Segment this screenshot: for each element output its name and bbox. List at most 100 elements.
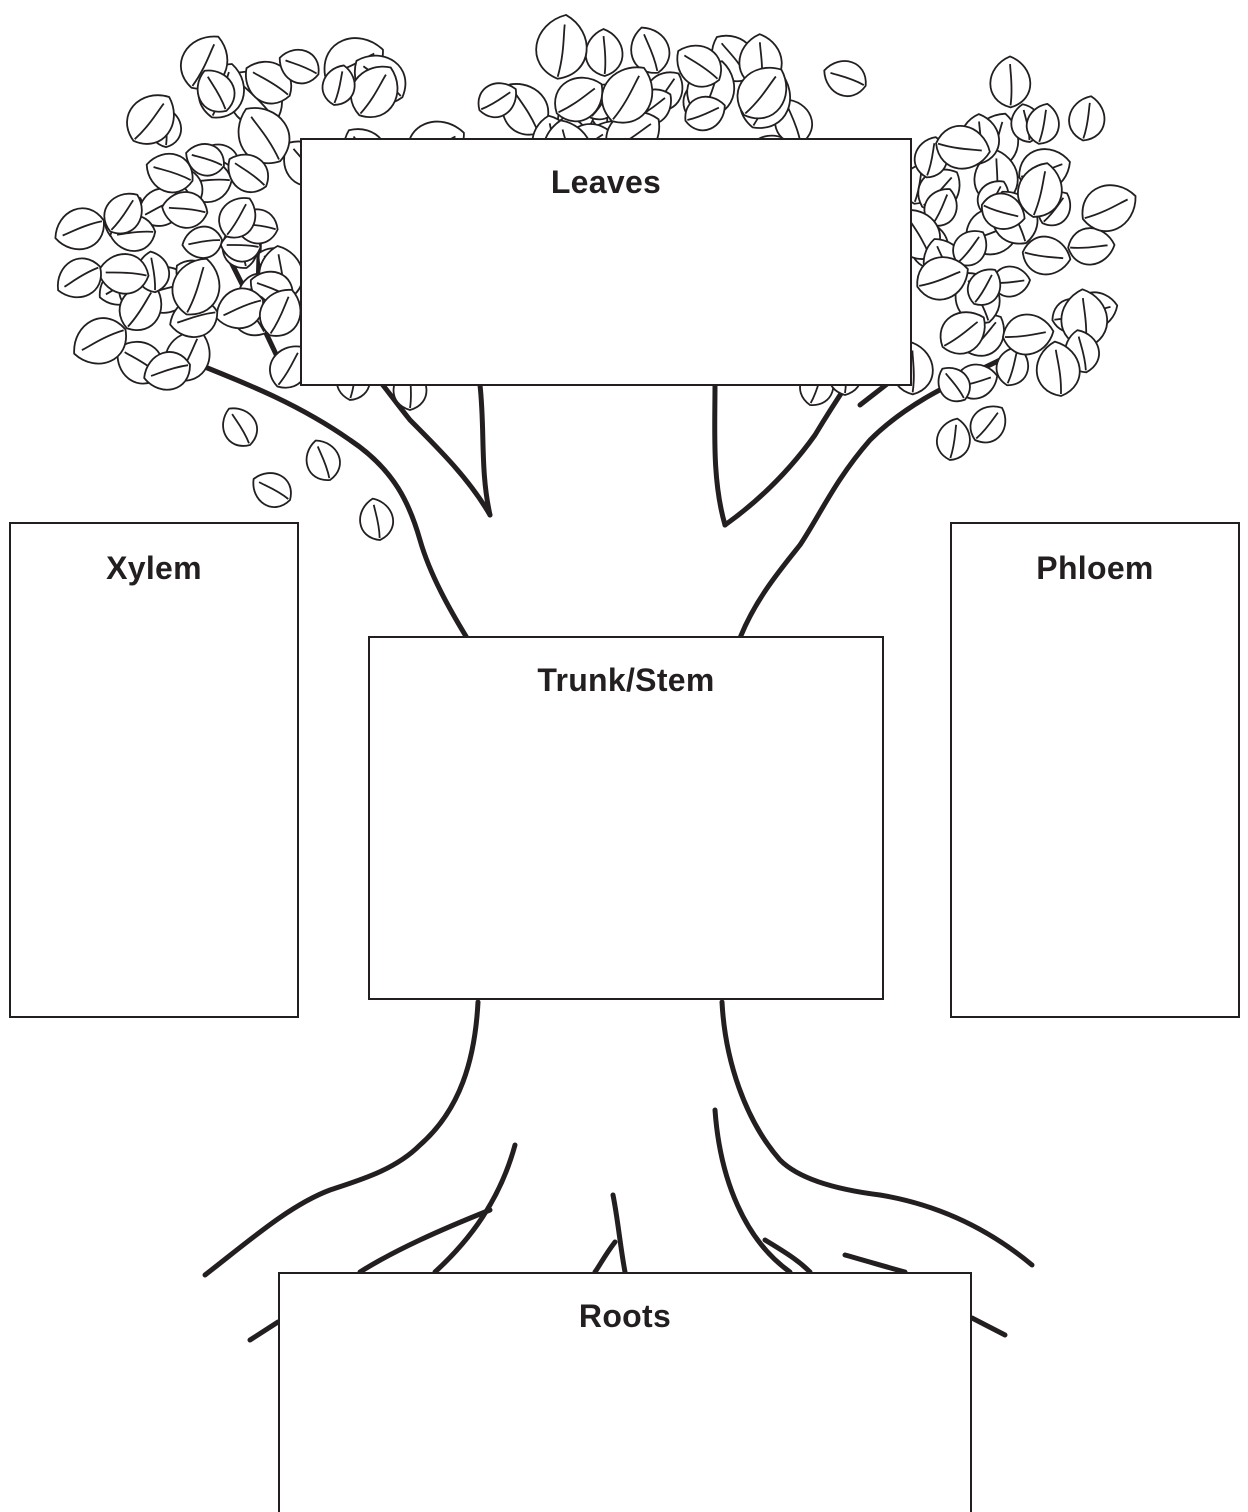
leaf-vein [191, 43, 216, 87]
leaf-vein [1009, 64, 1013, 106]
leaf-icon [1067, 227, 1116, 266]
leaf-vein [830, 71, 865, 86]
leaf-vein [110, 199, 134, 231]
xylem-label: Xylem [106, 550, 202, 586]
leaf-icon [227, 153, 269, 193]
leaf-icon [321, 64, 356, 106]
leaf-icon [218, 197, 257, 239]
leaf-icon [1025, 102, 1060, 145]
leaf-vein [223, 299, 262, 317]
leaf-vein [937, 142, 982, 152]
leaf-vein [116, 230, 154, 236]
roots-label: Roots [578, 1298, 672, 1334]
leaf-vein [269, 296, 290, 334]
leaf-vein [186, 266, 205, 313]
leaf-vein [134, 102, 165, 140]
leaf-icon [989, 55, 1032, 109]
leaf-icon [1068, 95, 1106, 142]
leaf-vein [926, 143, 936, 176]
leaf-icon [161, 191, 209, 229]
leaf-icon [823, 60, 867, 98]
leaf-icon [258, 289, 302, 337]
leaf-vein [1054, 349, 1062, 395]
leaf-vein [911, 350, 915, 393]
leaf-vein [919, 270, 961, 287]
leaf-vein [176, 311, 216, 324]
leaf-vein [974, 274, 993, 303]
leaf-vein [945, 372, 965, 399]
leaf-icon [923, 188, 958, 227]
leaf-vein [63, 266, 99, 288]
leaf-vein [250, 116, 280, 160]
leaf-icon [967, 268, 1002, 306]
leaf-vein [1038, 109, 1047, 143]
leaf-vein [943, 321, 979, 347]
leaf-vein [949, 424, 958, 459]
leaf-icon [980, 192, 1026, 230]
leaf-vein [277, 352, 299, 386]
leaf-vein [333, 71, 344, 104]
leaf-vein [359, 74, 387, 115]
leaf-vein [191, 154, 223, 167]
roots-box: Roots [278, 1272, 972, 1512]
leaf-icon [103, 192, 143, 235]
tree-branches [197, 217, 1035, 1343]
leaf-vein [207, 76, 227, 110]
leaf-icon [145, 152, 194, 194]
leaf-icon [936, 417, 971, 461]
leaf-vein [975, 412, 999, 440]
leaf-vein [1033, 171, 1047, 216]
leaf-vein [372, 504, 381, 539]
leaf-vein [285, 59, 318, 75]
leaf-icon [935, 125, 991, 170]
leaf-vein [1070, 244, 1108, 249]
leaf-icon [584, 28, 624, 77]
leaf-icon [535, 14, 588, 80]
trunk-stem-label: Trunk/Stem [537, 662, 715, 698]
xylem-box: Xylem [9, 522, 299, 1018]
leaf-icon [278, 48, 320, 85]
leaf-vein [983, 204, 1019, 218]
leaf-vein [81, 329, 124, 351]
leaf-vein [958, 236, 980, 263]
trunk-stem-box: Trunk/Stem [368, 636, 884, 1000]
leaf-vein [231, 413, 250, 444]
leaf-vein [150, 364, 189, 377]
leaf-vein [556, 24, 566, 77]
leaf-icon [1021, 235, 1072, 276]
leaf-vein [188, 239, 221, 246]
leaf-vein [683, 54, 719, 80]
leaf-vein [558, 87, 596, 114]
leaf-vein [1077, 336, 1087, 371]
leaf-icon [126, 94, 175, 145]
leaf-icon [736, 67, 788, 120]
phloem-box: Phloem [950, 522, 1240, 1018]
leaf-icon [252, 472, 292, 508]
leaf-vein [480, 91, 511, 111]
leaf-icon [185, 143, 225, 177]
leaf-vein [602, 36, 607, 75]
leaf-vein [932, 194, 949, 225]
leaf-vein [687, 106, 720, 121]
leaf-vein [612, 75, 640, 120]
leaf-icon [54, 207, 105, 251]
leaf-vein [316, 446, 331, 479]
leaf-icon [601, 66, 654, 124]
leaf-vein [105, 271, 147, 277]
leaf-vein [744, 75, 777, 115]
leaf-vein [258, 481, 289, 500]
leaf-icon [676, 44, 722, 88]
leaf-vein [1006, 352, 1018, 384]
leaf-vein [1082, 102, 1091, 139]
leaf-vein [1024, 251, 1064, 260]
leaf-vein [1084, 198, 1129, 220]
leaf-vein [150, 257, 156, 291]
leaf-icon [171, 257, 221, 316]
leaf-vein [226, 244, 259, 248]
leaf-vein [643, 34, 659, 72]
leaf-vein [1004, 331, 1046, 338]
leaf-icon [1035, 340, 1081, 397]
leaf-vein [252, 71, 289, 96]
leaf-vein [234, 162, 266, 186]
leaf-vein [127, 291, 152, 328]
